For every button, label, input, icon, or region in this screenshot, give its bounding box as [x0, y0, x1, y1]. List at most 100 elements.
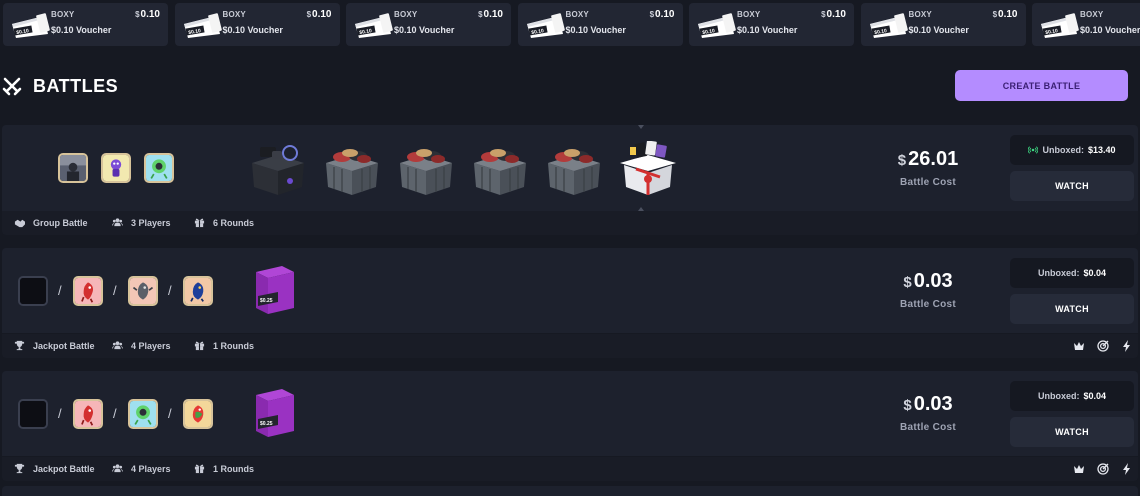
player-separator: /	[58, 405, 62, 421]
player-separator: /	[113, 405, 117, 421]
grey-character-avatar[interactable]	[128, 275, 158, 306]
unboxed-amount-value: 0.04	[1088, 391, 1107, 401]
blue-character-avatar[interactable]	[183, 275, 213, 306]
lightning-icon	[1123, 463, 1130, 475]
rounds-count: 1 Rounds	[213, 463, 255, 474]
gaming-gear-box[interactable]	[246, 141, 310, 197]
caret-up-icon	[638, 207, 644, 211]
battle-players: 4 Players	[112, 340, 171, 351]
unboxed-label: Unboxed:	[1037, 391, 1080, 401]
currency-symbol: $	[1083, 391, 1089, 401]
red-character-avatar[interactable]	[73, 275, 103, 306]
currency-symbol: $	[1083, 268, 1089, 278]
handshake-icon	[14, 219, 25, 228]
voucher-thumb-text: $0.10	[1045, 28, 1059, 36]
voucher-title: $0.10 Voucher	[394, 25, 455, 35]
voucher-title: $0.10 Voucher	[51, 25, 112, 35]
battle-players: 4 Players	[112, 463, 171, 474]
player-separator: /	[113, 282, 117, 298]
voucher-brand: BOXY	[394, 10, 418, 19]
watch-button[interactable]: WATCH	[1010, 171, 1134, 201]
battle-card-footer: Jackpot Battle 4 Players 1 Rounds	[2, 457, 1138, 481]
gift-box[interactable]	[616, 140, 680, 197]
empty-slot-avatar[interactable]	[18, 398, 48, 429]
voucher-price: $0.10	[650, 9, 675, 20]
sneaker-crate-box[interactable]	[320, 141, 384, 197]
sneaker-crate-box[interactable]	[394, 141, 458, 197]
voucher-price-value: 0.10	[483, 9, 503, 20]
battle-cost-amount: 26.01	[908, 148, 959, 170]
green-character-avatar[interactable]	[144, 153, 174, 183]
crown-icon	[1074, 465, 1084, 473]
voucher-price-value: 0.10	[312, 9, 332, 20]
purple-voucher-box[interactable]: $0.25	[242, 262, 306, 318]
watch-button[interactable]: WATCH	[1010, 294, 1134, 324]
red-character-avatar[interactable]	[73, 398, 103, 429]
unboxed-amount-value: 0.04	[1088, 268, 1107, 278]
unboxed-amount: $13.40	[1088, 145, 1116, 155]
player-separator: /	[58, 282, 62, 298]
voucher-thumbnail: $0.10	[698, 13, 736, 38]
sneaker-crate-box[interactable]	[468, 141, 532, 197]
voucher-thumb-text: $0.10	[187, 28, 201, 36]
purple-voucher-box[interactable]: $0.25	[242, 385, 306, 441]
empty-slot-avatar[interactable]	[18, 275, 48, 306]
parrot-character-avatar[interactable]	[183, 398, 213, 429]
lightning-icon	[1123, 340, 1130, 352]
unboxed-amount-value: 13.40	[1092, 145, 1116, 155]
voucher-brand: BOXY	[908, 10, 932, 19]
voucher-price: $0.10	[821, 9, 846, 20]
battle-rounds: 1 Rounds	[194, 463, 254, 474]
currency-symbol: $	[903, 274, 912, 291]
trophy-icon	[14, 463, 25, 474]
voucher-price: $0.10	[307, 9, 332, 20]
unboxed-value: Unboxed: $13.40	[1010, 135, 1134, 165]
voucher-title: $0.10 Voucher	[565, 25, 626, 35]
voucher-thumb-text: $0.10	[16, 28, 30, 36]
trophy-icon	[14, 340, 25, 351]
player-separator: /	[168, 282, 172, 298]
watch-button[interactable]: WATCH	[1010, 417, 1134, 447]
players-count: 4 Players	[131, 340, 171, 351]
voucher-price-value: 0.10	[826, 9, 846, 20]
battle-mode-label: Jackpot Battle	[33, 463, 95, 474]
sneaker-crate-box[interactable]	[542, 141, 606, 197]
unboxed-label: Unboxed:	[1042, 145, 1084, 155]
voucher-thumb-text: $0.10	[530, 28, 544, 36]
box-price-text: $0.25	[260, 421, 273, 427]
voucher-brand: BOXY	[737, 10, 761, 19]
green-character-avatar[interactable]	[128, 398, 158, 429]
battle-cost-label: Battle Cost	[899, 422, 957, 433]
purple-character-avatar[interactable]	[101, 153, 131, 183]
voucher-price-value: 0.10	[140, 9, 160, 20]
voucher-price: $0.10	[993, 9, 1018, 20]
voucher-title: $0.10 Voucher	[1080, 25, 1140, 35]
battle-cost-label: Battle Cost	[899, 299, 957, 310]
currency-symbol: $	[903, 397, 912, 414]
create-battle-button[interactable]: CREATE BATTLE	[955, 70, 1128, 101]
battle-cost-label: Battle Cost	[899, 177, 957, 188]
battle-rounds: 6 Rounds	[194, 217, 254, 228]
unboxed-amount: $0.04	[1083, 268, 1106, 278]
unboxed-value: Unboxed:$0.04	[1010, 381, 1134, 411]
players-count: 4 Players	[131, 463, 171, 474]
players-icon	[112, 341, 123, 350]
photo-avatar[interactable]	[58, 153, 88, 183]
currency-symbol: $	[135, 10, 140, 19]
battle-rounds: 1 Rounds	[194, 340, 254, 351]
